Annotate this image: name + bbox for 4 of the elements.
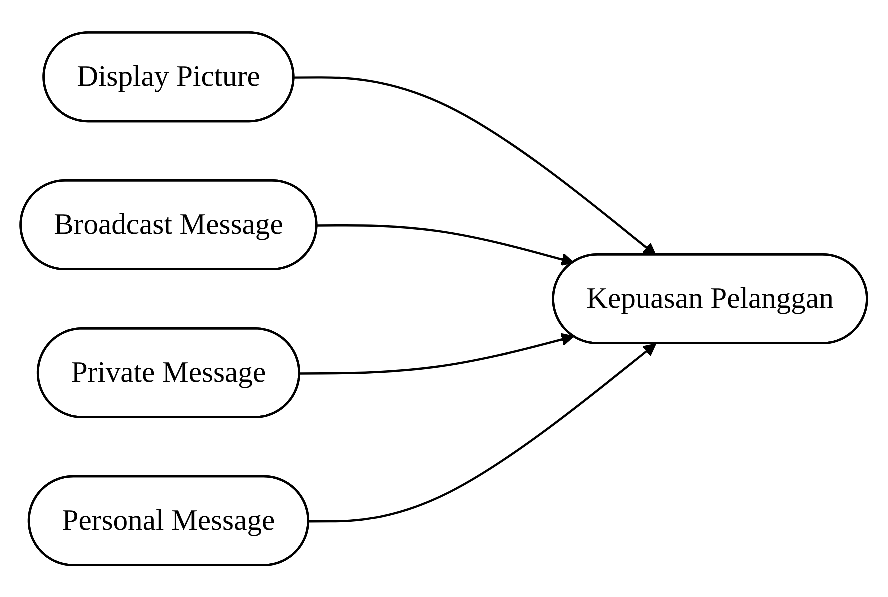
arrow <box>300 332 574 374</box>
arrow <box>317 224 574 266</box>
arrow <box>294 76 657 256</box>
arrow <box>309 343 657 522</box>
